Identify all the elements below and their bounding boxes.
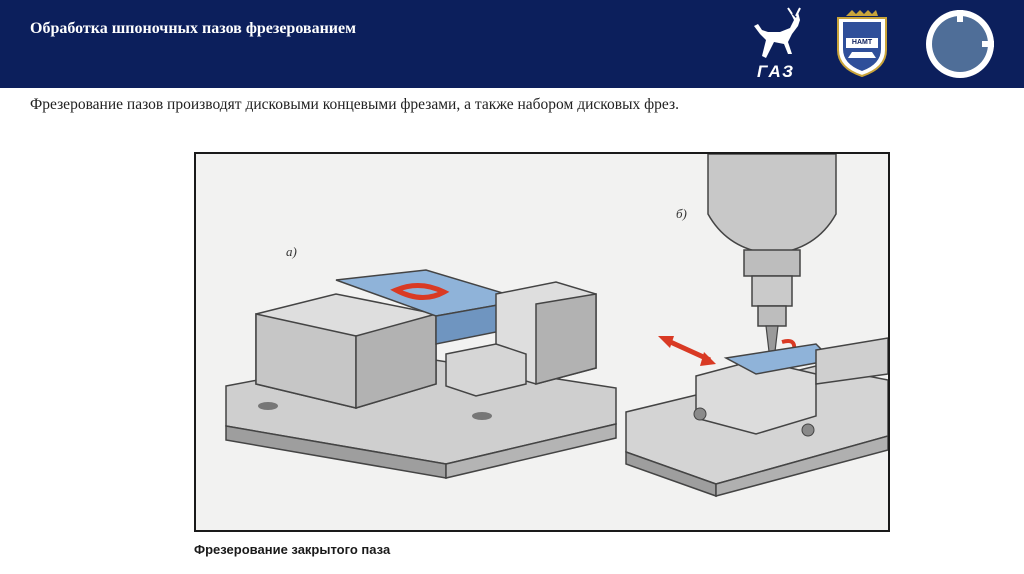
vise-drawing — [225, 154, 888, 498]
figure-caption: Фрезерование закрытого паза — [194, 542, 391, 557]
page-title: Обработка шпоночных пазов фрезерованием — [30, 20, 356, 37]
milling-illustration: а) б) — [194, 152, 890, 532]
milling-spindle-icon — [707, 154, 837, 361]
namt-shield-icon — [837, 10, 887, 78]
namt-logo: НАМТ — [834, 10, 890, 78]
circle-emblem-icon — [926, 10, 994, 78]
namt-logo-text: НАМТ — [851, 39, 873, 46]
gaz-logo: ГАЗ — [740, 6, 812, 82]
gaz-logo-text: ГАЗ — [756, 62, 796, 81]
header-bar: Обработка шпоночных пазов фрезерованием … — [0, 0, 1024, 88]
intro-text: Фрезерование пазов производят дисковыми … — [30, 96, 679, 113]
feed-arrow-icon — [658, 336, 716, 366]
figure-label-b: б) — [676, 206, 687, 221]
round-logo — [924, 8, 996, 80]
machine-table-icon — [625, 337, 888, 498]
figure-label-a: а) — [286, 244, 297, 259]
vise-a-icon — [225, 269, 617, 479]
deer-icon — [754, 7, 801, 58]
